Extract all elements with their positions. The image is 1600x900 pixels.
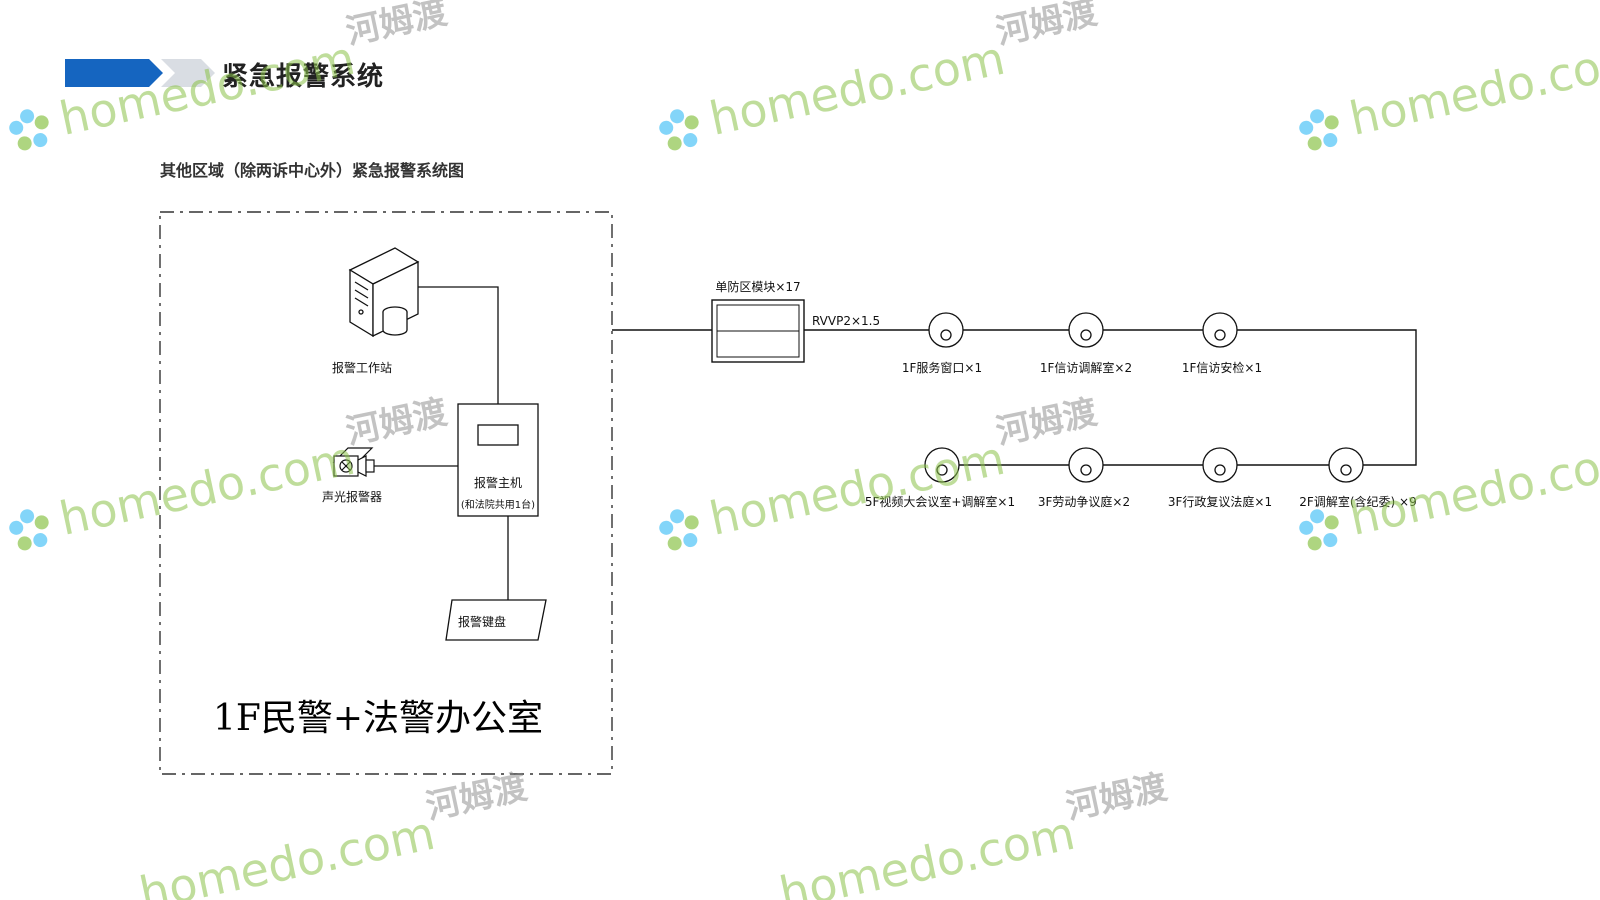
siren-icon — [332, 447, 375, 477]
top-row-label-1: 1F服务窗口×1 — [902, 360, 982, 375]
bus-top — [804, 329, 1417, 466]
panic-button-top-3 — [1202, 312, 1238, 348]
panic-button-bottom-2 — [1068, 447, 1104, 483]
cable-label: RVVP2×1.5 — [812, 314, 880, 328]
panic-button-top-1 — [928, 312, 964, 348]
top-row-label-3: 1F信访安检×1 — [1182, 360, 1262, 375]
bottom-row-label-4: 2F调解室(含纪委) ×9 — [1299, 494, 1416, 509]
alarm-host-screen — [477, 424, 519, 446]
bottom-row-label-3: 3F行政复议法庭×1 — [1168, 494, 1272, 509]
alarm-host-box — [457, 403, 539, 517]
alarm-host-sublabel: (和法院共用1台) — [461, 498, 535, 511]
panic-button-bottom-4 — [1328, 447, 1364, 483]
header-arrow-decoration — [65, 59, 215, 87]
link-workstation-host — [418, 286, 499, 404]
section-header — [65, 55, 225, 91]
page-title: 紧急报警系统 — [222, 62, 385, 92]
office-label: 1F民警+法警办公室 — [213, 698, 543, 739]
workstation-icon — [348, 247, 420, 338]
alarm-host-label: 报警主机 — [474, 475, 522, 490]
panic-button-top-2 — [1068, 312, 1104, 348]
keyboard-icon — [445, 599, 547, 641]
panic-button-bottom-3 — [1202, 447, 1238, 483]
top-row-label-2: 1F信访调解室×2 — [1040, 360, 1132, 375]
workstation-label: 报警工作站 — [332, 360, 392, 375]
zone-module-label: 单防区模块×17 — [715, 279, 800, 294]
office-boundary — [159, 211, 613, 775]
bottom-row-label-2: 3F劳动争议庭×2 — [1038, 494, 1130, 509]
keyboard-label: 报警键盘 — [458, 614, 506, 629]
diagram-subtitle: 其他区域（除两诉中心外）紧急报警系统图 — [160, 161, 465, 180]
bottom-row-label-1: 5F视频大会议室+调解室×1 — [865, 494, 1015, 509]
panic-button-bottom-1 — [924, 447, 960, 483]
siren-label: 声光报警器 — [322, 489, 382, 504]
